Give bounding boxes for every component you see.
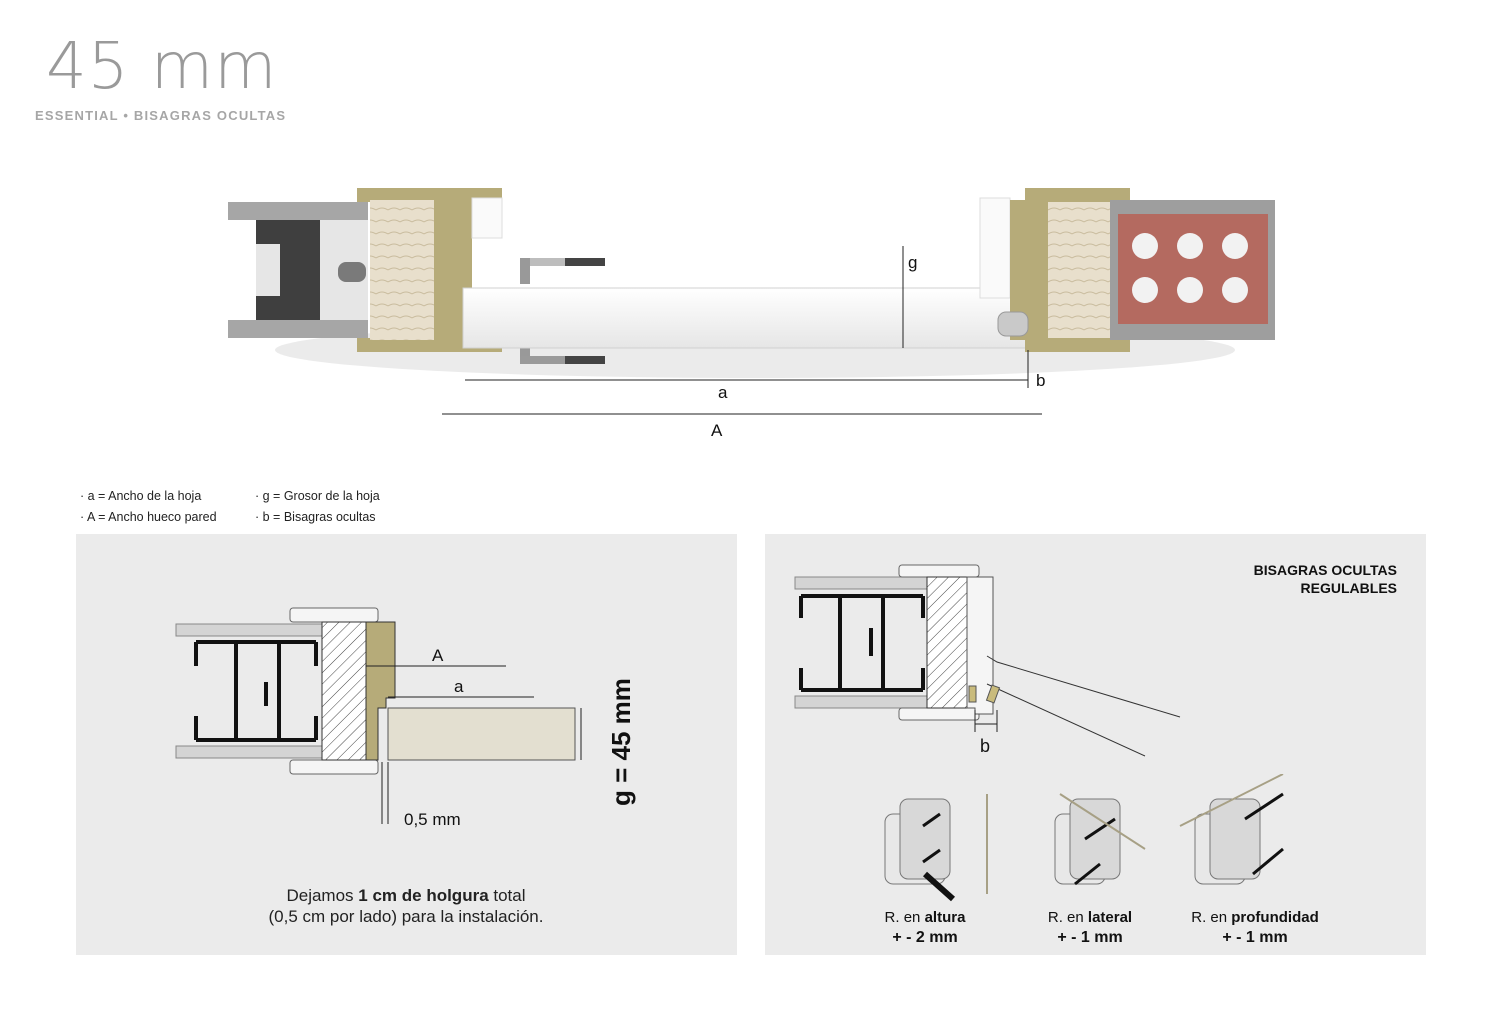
- legend-item-A: · A = Ancho hueco pared: [80, 510, 217, 524]
- adjust-depth-label: R. en profundidad + - 1 mm: [1191, 909, 1319, 946]
- dimension-A-label: A: [711, 421, 723, 440]
- clearance-diagram: A a 0,5 mm g = 45 mm: [175, 607, 636, 829]
- left-wall-plasterboard: [228, 202, 368, 338]
- hinge-lateral-icon: [1054, 793, 1146, 886]
- door-section-diagram: g a b A: [228, 188, 1275, 440]
- clearance-caption: Dejamos 1 cm de holgura total (0,5 cm po…: [268, 886, 544, 926]
- right-wall-brick: [1110, 200, 1275, 340]
- right-frame: [979, 188, 1130, 352]
- legend-item-a: · a = Ancho de la hoja: [80, 489, 202, 503]
- hinge-b-label: b: [980, 736, 990, 756]
- thickness-label: g = 45 mm: [606, 678, 636, 806]
- hinge-depth-icon: [1179, 774, 1284, 885]
- left-panel-label-a: a: [454, 677, 464, 696]
- page-subtitle: ESSENTIAL • BISAGRAS OCULTAS: [35, 108, 287, 123]
- page-title: 45 mm: [46, 30, 278, 104]
- legend-item-b: · b = Bisagras ocultas: [255, 510, 376, 524]
- hinge-icon: [997, 311, 1029, 337]
- legend-item-g: · g = Grosor de la hoja: [255, 489, 380, 503]
- hinge-height-icon: [884, 794, 988, 902]
- adjust-lateral-label: R. en lateral + - 1 mm: [1047, 909, 1133, 946]
- clearance-label: 0,5 mm: [404, 810, 461, 829]
- clearance-panel: A a 0,5 mm g = 45 mm Dejamos 1 cm de hol…: [76, 534, 737, 955]
- left-panel-label-A: A: [432, 646, 444, 665]
- hinges-title: BISAGRAS OCULTAS REGULABLES: [1253, 562, 1397, 596]
- dimension-a-label: a: [718, 383, 728, 402]
- hinges-panel: BISAGRAS OCULTAS REGULABLES b: [765, 534, 1426, 955]
- door-handle: [520, 258, 605, 364]
- door-leaf: [462, 287, 1029, 349]
- adjust-height-label: R. en altura + - 2 mm: [884, 909, 966, 946]
- dimension-b-label: b: [1036, 371, 1045, 390]
- dimension-g-label: g: [908, 253, 917, 272]
- hinge-section-diagram: b: [794, 564, 1181, 757]
